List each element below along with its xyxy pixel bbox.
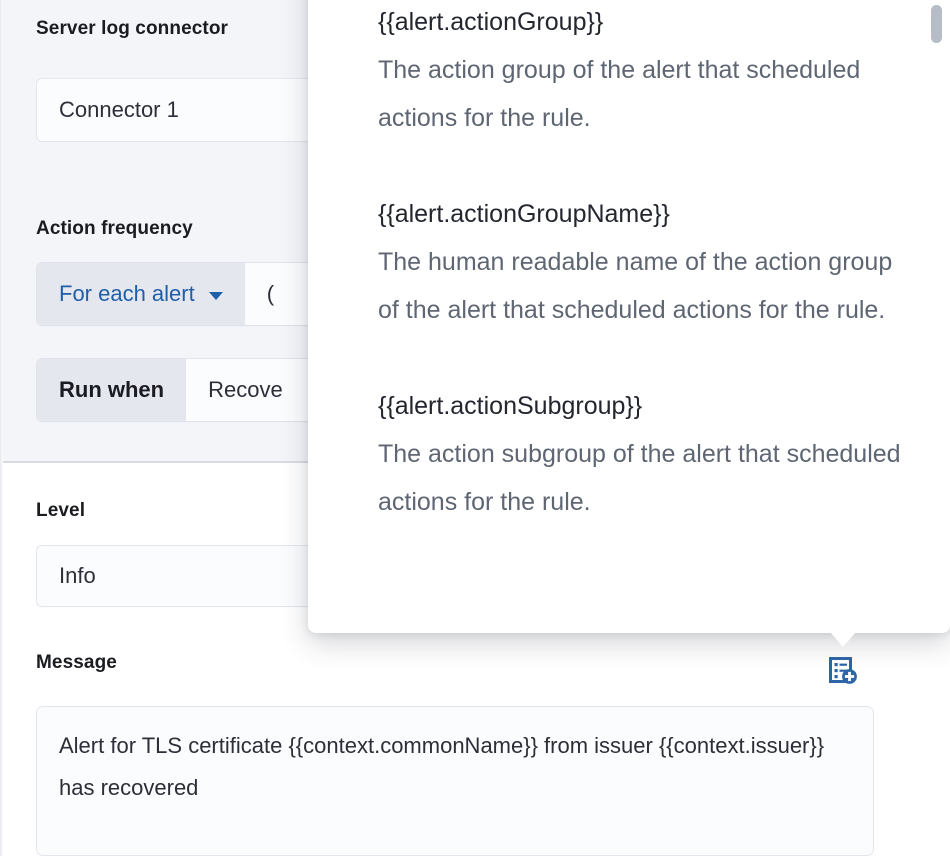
action-frequency-prepend[interactable]: For each alert [37, 263, 245, 325]
variable-name: {{alert.actionGroupName}} [378, 200, 670, 228]
variable-description: The human readable name of the action gr… [378, 248, 893, 324]
variable-description: The action subgroup of the alert that sc… [378, 440, 901, 516]
variable-spacer [378, 334, 904, 382]
panel-left-edge [0, 0, 3, 856]
action-frequency-label: Action frequency [36, 218, 193, 239]
variable-item[interactable]: {{alert.actionGroupName}} The human read… [378, 190, 904, 334]
variable-name: {{alert.actionGroup}} [378, 8, 604, 36]
variable-spacer [378, 142, 904, 190]
variable-item[interactable]: {{alert.actionSubgroup}} The action subg… [378, 382, 904, 526]
popover-arrow-cover [806, 612, 880, 628]
message-textarea[interactable]: Alert for TLS certificate {{context.comm… [36, 706, 874, 856]
variable-item[interactable]: {{alert.actionGroup}} The action group o… [378, 0, 904, 142]
action-frequency-prepend-label: For each alert [59, 281, 195, 306]
popover-scrollbar[interactable] [932, 0, 944, 633]
add-variable-icon[interactable] [826, 654, 860, 688]
chevron-down-icon[interactable] [208, 292, 223, 300]
variables-popover: {{alert.actionGroup}} The action group o… [308, 0, 950, 633]
level-label: Level [36, 500, 86, 521]
popover-scrollbar-thumb[interactable] [931, 5, 942, 43]
variable-name: {{alert.actionSubgroup}} [378, 392, 643, 420]
message-label: Message [36, 652, 117, 673]
run-when-label: Run when [59, 377, 165, 402]
variables-popover-list: {{alert.actionGroup}} The action group o… [308, 0, 950, 633]
variable-description: The action group of the alert that sched… [378, 56, 861, 132]
run-when-prepend: Run when [37, 359, 187, 421]
server-log-connector-label: Server log connector [36, 18, 229, 39]
